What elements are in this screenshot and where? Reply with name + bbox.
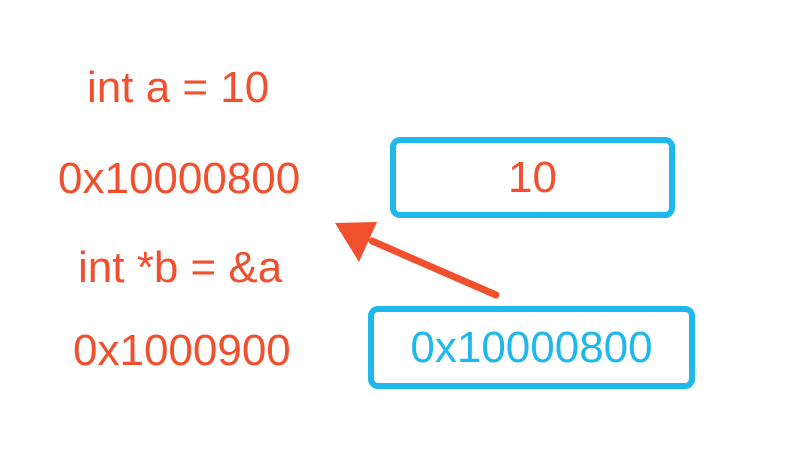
int-a-declaration: int a = 10 — [87, 63, 270, 112]
pointer-arrow-shaft — [368, 237, 500, 299]
memory-cell-b: 0x10000800 — [368, 306, 695, 389]
memory-cell-a-value: 10 — [508, 152, 557, 202]
address-of-a: 0x10000800 — [58, 154, 301, 203]
memory-cell-b-value: 0x10000800 — [410, 322, 653, 372]
pointer-arrow-head — [335, 222, 377, 262]
address-of-b: 0x1000900 — [73, 326, 291, 375]
int-pointer-b-declaration: int *b = &a — [78, 243, 283, 292]
memory-cell-a: 10 — [390, 137, 675, 218]
